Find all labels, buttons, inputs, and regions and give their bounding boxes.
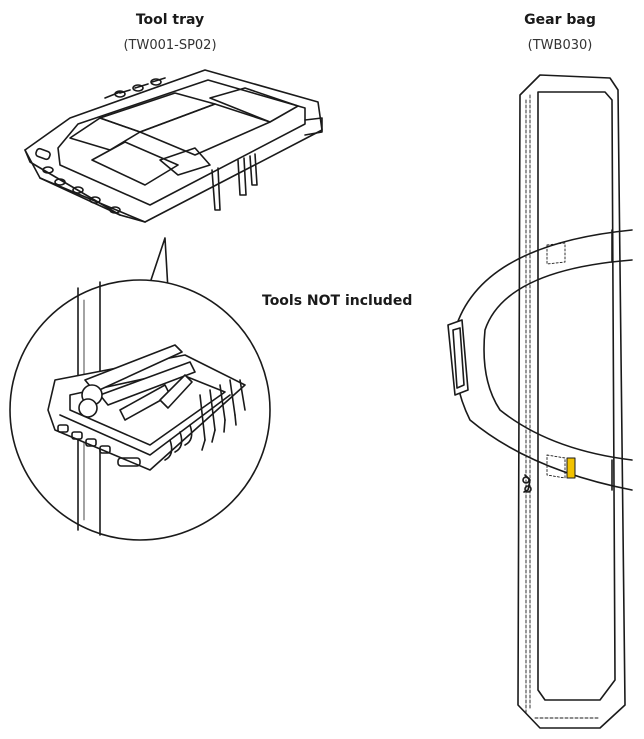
brand-tag-icon (566, 457, 576, 479)
tool-tray-in-use-callout (9, 237, 271, 541)
gear-bag-title: Gear bag (524, 12, 596, 28)
tools-not-included-note: Tools NOT included (262, 293, 413, 309)
gear-bag-illustration (447, 74, 633, 729)
tool-tray-title: Tool tray (135, 12, 205, 28)
tool-tray-code: (TW001-SP02) (123, 38, 217, 53)
gear-bag-code: (TWB030) (527, 38, 593, 53)
tool-tray-illustration (24, 69, 323, 223)
